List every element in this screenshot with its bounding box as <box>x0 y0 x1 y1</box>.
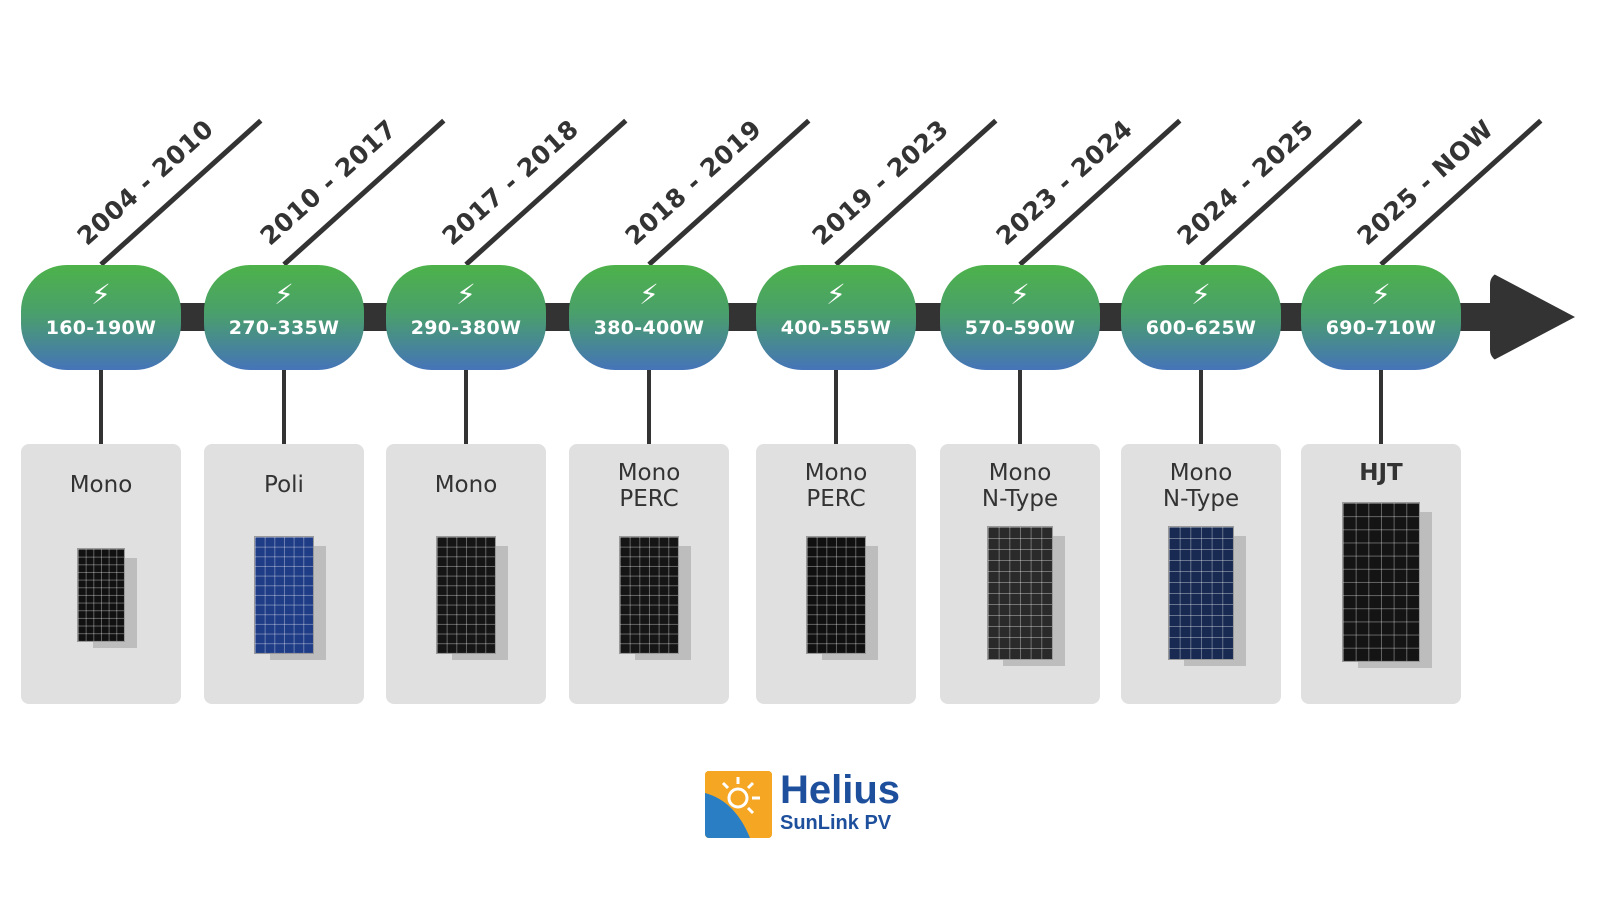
panel-type-line: Poli <box>264 472 304 498</box>
power-range-pill: ⚡ 160-190W <box>21 265 181 370</box>
power-range-pill: ⚡ 290-380W <box>386 265 546 370</box>
year-range-label: 2019 - 2023 <box>806 114 955 251</box>
power-range-text: 160-190W <box>45 317 157 339</box>
year-range-label: 2024 - 2025 <box>1171 114 1320 251</box>
power-range-text: 600-625W <box>1145 317 1257 339</box>
solar-panel-image <box>436 536 496 654</box>
lightning-bolt-icon: ⚡ <box>91 278 111 311</box>
panel-type-card: Mono <box>21 444 181 704</box>
year-range-label: 2023 - 2024 <box>990 114 1139 251</box>
brand-name: Helius <box>780 768 901 812</box>
panel-type-line: HJT <box>1359 460 1403 486</box>
connector-stem <box>99 369 103 445</box>
panel-type-line: Mono <box>804 460 868 486</box>
solar-panel-image <box>987 526 1053 660</box>
panel-type-card: HJT <box>1301 444 1461 704</box>
panel-type-label: Mono <box>386 472 546 498</box>
panel-type-line: N-Type <box>981 486 1059 512</box>
lightning-bolt-icon: ⚡ <box>274 278 294 311</box>
power-range-pill: ⚡ 690-710W <box>1301 265 1461 370</box>
connector-stem <box>647 369 651 445</box>
panel-type-line: Mono <box>1169 460 1233 486</box>
solar-panel-image <box>1342 502 1420 662</box>
power-range-pill: ⚡ 570-590W <box>940 265 1100 370</box>
lightning-bolt-icon: ⚡ <box>1010 278 1030 311</box>
panel-type-line: Mono <box>434 472 498 498</box>
solar-panel-image <box>254 536 314 654</box>
power-range-pill: ⚡ 270-335W <box>204 265 364 370</box>
connector-stem <box>1018 369 1022 445</box>
power-range-text: 290-380W <box>410 317 522 339</box>
lightning-bolt-icon: ⚡ <box>639 278 659 311</box>
lightning-bolt-icon: ⚡ <box>1191 278 1211 311</box>
solar-panel-image <box>1168 526 1234 660</box>
panel-type-label: Poli <box>204 472 364 498</box>
year-range-label: 2017 - 2018 <box>436 114 585 251</box>
power-range-text: 270-335W <box>228 317 340 339</box>
helius-logo-icon <box>705 771 772 838</box>
lightning-bolt-icon: ⚡ <box>826 278 846 311</box>
panel-type-line: Mono <box>69 472 133 498</box>
connector-stem <box>282 369 286 445</box>
power-range-pill: ⚡ 400-555W <box>756 265 916 370</box>
panel-type-card: Poli <box>204 444 364 704</box>
power-range-pill: ⚡ 600-625W <box>1121 265 1281 370</box>
connector-stem <box>1199 369 1203 445</box>
year-range-label: 2004 - 2010 <box>71 114 220 251</box>
panel-type-label: HJT <box>1301 460 1461 486</box>
solar-panel-image <box>619 536 679 654</box>
panel-type-label: Mono <box>21 472 181 498</box>
connector-stem <box>1379 369 1383 445</box>
solar-panel-image <box>806 536 866 654</box>
brand-wordmark: Helius SunLink PV <box>780 768 900 834</box>
panel-type-line: Mono <box>617 460 681 486</box>
panel-type-line: Mono <box>988 460 1052 486</box>
panel-type-line: PERC <box>806 486 866 512</box>
power-range-text: 690-710W <box>1325 317 1437 339</box>
lightning-bolt-icon: ⚡ <box>1371 278 1391 311</box>
connector-stem <box>834 369 838 445</box>
year-range-label: 2025 - NOW <box>1351 114 1499 252</box>
solar-panel-image <box>77 548 125 642</box>
power-range-text: 380-400W <box>593 317 705 339</box>
brand-subtitle: SunLink PV <box>780 812 892 834</box>
year-range-label: 2018 - 2019 <box>619 114 768 251</box>
lightning-bolt-icon: ⚡ <box>456 278 476 311</box>
timeline-arrow-head <box>1490 272 1575 362</box>
year-range-label: 2010 - 2017 <box>254 114 403 251</box>
power-range-pill: ⚡ 380-400W <box>569 265 729 370</box>
panel-type-card: Mono <box>386 444 546 704</box>
panel-type-line: PERC <box>619 486 679 512</box>
power-range-text: 400-555W <box>780 317 892 339</box>
panel-type-line: N-Type <box>1162 486 1240 512</box>
power-range-text: 570-590W <box>964 317 1076 339</box>
connector-stem <box>464 369 468 445</box>
